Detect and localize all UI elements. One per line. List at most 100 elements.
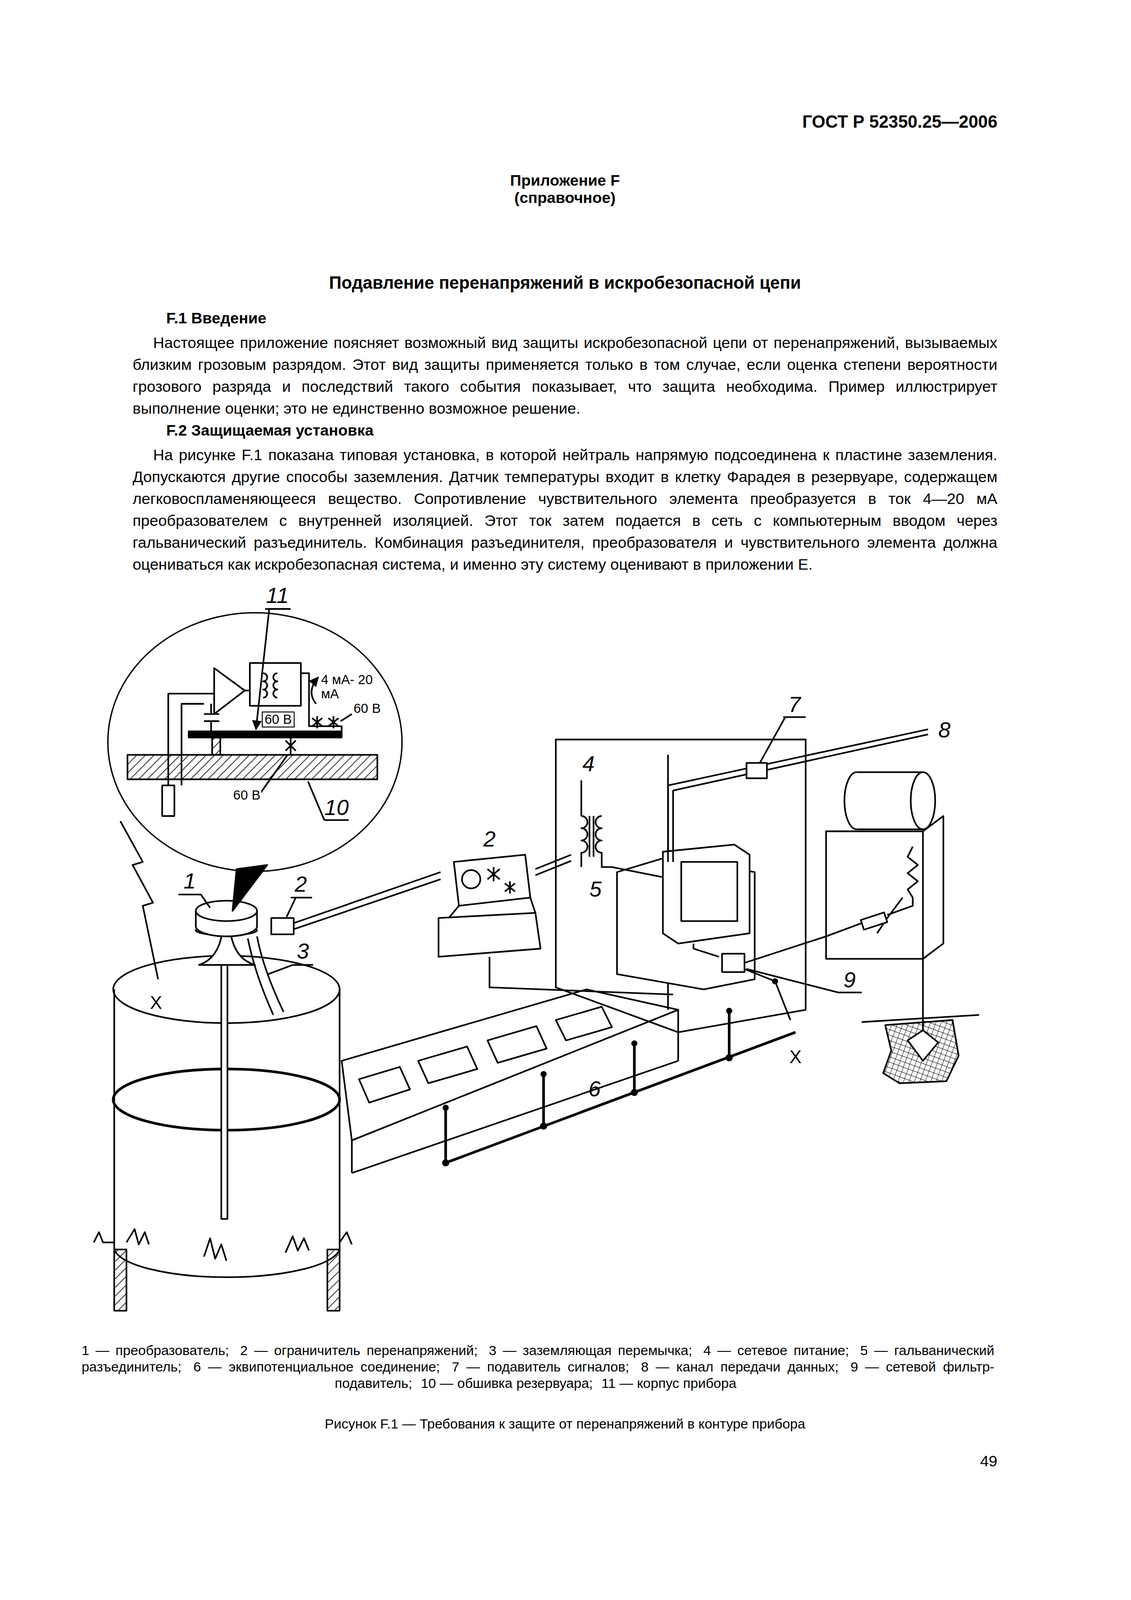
transformer-part (589, 815, 594, 857)
detail-circuit-part (285, 737, 296, 755)
current-range: 4 мА- 20 мА (321, 672, 375, 701)
bond-dots-part (631, 1040, 638, 1047)
detail-circuit-part (311, 677, 319, 704)
power-supply-part (922, 958, 924, 1031)
detail-circuit-part (212, 737, 221, 755)
annex-title: Подавление перенапряжений в искробезопас… (132, 273, 998, 294)
callout-number: 7 (788, 692, 801, 717)
bond-dots-part (539, 1122, 548, 1130)
power-supply-part (825, 815, 944, 959)
transmitter-part (247, 936, 284, 1015)
leader-lines-part (178, 894, 210, 908)
detail-circuit (127, 663, 378, 816)
detail-circuit-part (214, 668, 245, 715)
detail-circuit-part (188, 731, 342, 737)
transformer-part (595, 815, 613, 867)
key-item: 7 — подавитель сигналов; (451, 1359, 629, 1375)
computer-part (612, 866, 720, 957)
callout-number: 11 (265, 583, 289, 608)
illustration-lines (93, 608, 980, 1311)
callout-number: 2 (483, 827, 496, 852)
power-supply-part (861, 1014, 980, 1023)
cable-tray-part (358, 1066, 410, 1103)
key-item: 1 — преобразователь; (81, 1342, 229, 1358)
key-item: 3 — заземляющая перемычка; (488, 1342, 693, 1358)
detail-circuit-part (328, 715, 339, 729)
tank-part (114, 1249, 340, 1278)
transformer (581, 780, 613, 867)
leader-lines-part (759, 716, 806, 763)
cable-tray-part (487, 1026, 547, 1064)
equipotential-bonding-part (445, 1010, 730, 1163)
transmitter-part (221, 930, 228, 1220)
power-supply (825, 772, 979, 1084)
bond-dots-part (630, 1088, 639, 1096)
equipotential-bonding (445, 1010, 796, 1163)
callout-number: 6 (588, 1077, 601, 1102)
power-supply-part (907, 1030, 939, 1061)
power-supply-part (910, 772, 936, 830)
key-item: 8 — канал передачи данных; (641, 1359, 839, 1375)
callout-number: 10 (324, 795, 349, 820)
body-paragraph: Настоящее приложение поясняет возможный … (132, 331, 998, 420)
callout-number: 4 (582, 752, 595, 777)
power-supply-part (825, 897, 913, 937)
cable-tray-part (555, 1006, 613, 1041)
annex-heading: Приложение F (132, 171, 998, 190)
ground-mark: X (789, 1046, 802, 1067)
isolator-panel-part (453, 854, 531, 906)
detail-circuit-part (263, 673, 268, 698)
key-item: 4 — сетевое питание; (703, 1342, 850, 1358)
equipotential-bonding-part (445, 1032, 796, 1163)
key-item: 6 — эквипотенциальное соединение; (193, 1359, 441, 1375)
section-heading: F.1 Введение (166, 309, 881, 327)
detail-circuit-part (203, 690, 250, 694)
cable-tray-part (352, 1009, 679, 1173)
transformer-part (581, 815, 588, 867)
detail-circuit-part (249, 663, 301, 706)
isolator-panel-part (535, 854, 571, 876)
figure-key: 1 — преобразователь; 2 — ограничитель пе… (81, 1342, 995, 1392)
transmitter-part (198, 932, 255, 965)
cable-tray (341, 989, 679, 1173)
voltage-label: 60 В (261, 711, 295, 727)
ground-mark: X (150, 992, 163, 1013)
key-item: 11 — корпус прибора (601, 1375, 737, 1391)
mains-filter (721, 936, 826, 1020)
key-item: 10 — обшивка резервуара; (420, 1375, 593, 1391)
isolator-panel-part (461, 870, 481, 889)
transmitter-part (195, 900, 257, 922)
tank-part (114, 1249, 127, 1311)
detail-circle: 4 мА- 20 мА60 В60 В60 В (107, 612, 404, 872)
cable-tray-part (341, 989, 679, 1141)
page-number: 49 (918, 1452, 998, 1470)
transmitter-part (271, 918, 294, 935)
detail-circuit-part (168, 693, 204, 786)
voltage-label: 60 В (232, 788, 262, 802)
computer-part (681, 861, 738, 922)
leader-lines-part (286, 897, 312, 917)
callout-number: 2 (294, 871, 307, 897)
computer (612, 844, 755, 990)
bond-dots-part (442, 1104, 449, 1111)
figure-caption: Рисунок F.1 — Требования к защите от пер… (132, 1415, 998, 1432)
isolator-panel-part (438, 913, 541, 957)
power-supply-part (922, 831, 924, 960)
callout-number: 9 (843, 968, 856, 993)
transformer-part (580, 780, 583, 816)
cable-tray-part (418, 1046, 478, 1084)
power-supply-part (844, 772, 857, 830)
leader-lines-part (307, 781, 349, 820)
annex-status: (справочное) (132, 188, 998, 207)
callout-number: 3 (296, 939, 310, 964)
computer-part (663, 844, 750, 944)
callout-number: 5 (589, 877, 602, 902)
callout-number: 1 (183, 869, 197, 894)
document-header: ГОСТ Р 52350.25—2006 (713, 112, 998, 133)
detail-circuit-part (127, 754, 378, 780)
bond-dots-part (725, 1053, 733, 1062)
detail-circuit-part (162, 785, 175, 816)
detail-circuit-part (311, 715, 322, 729)
power-supply-part (860, 912, 888, 930)
